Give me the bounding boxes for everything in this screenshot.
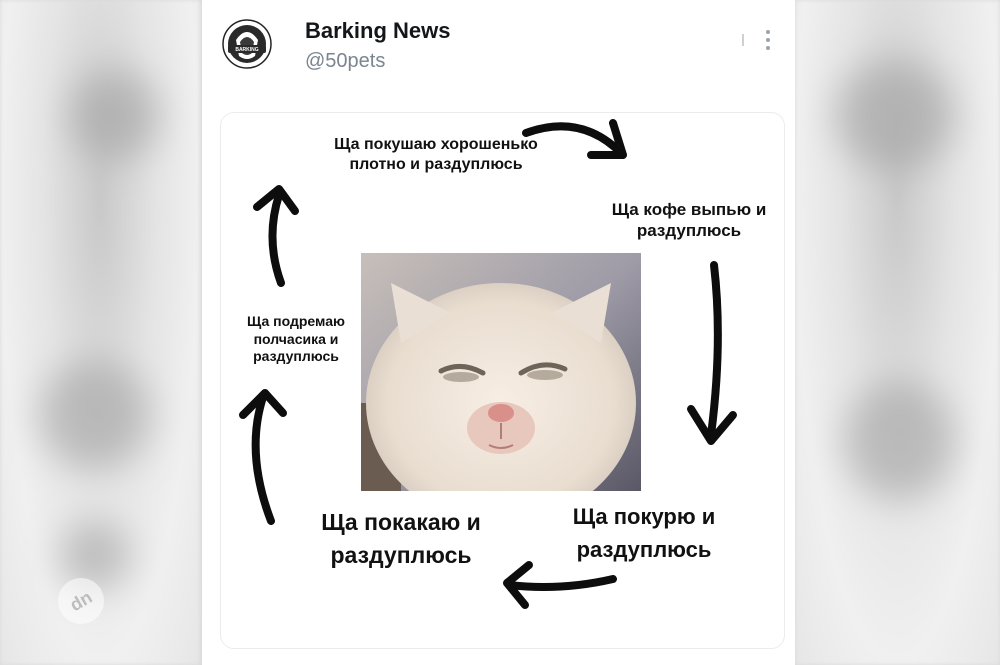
arrow-top xyxy=(522,122,625,157)
caption-poop: Ща покакаю и раздуплюсь xyxy=(321,509,481,569)
caption-eat: Ща покушаю хорошенько плотно и раздуплюс… xyxy=(334,136,538,173)
caption-nap: Ща подремаю полчасика и раздуплюсь xyxy=(247,313,345,364)
arrow-right xyxy=(707,261,722,439)
avatar[interactable]: BARKING xyxy=(222,16,272,72)
blurred-background-right xyxy=(795,0,1000,665)
meme-image[interactable]: Ща покушаю хорошенько плотно и раздуплюс… xyxy=(220,112,785,649)
arrow-left xyxy=(251,393,275,525)
tweet-card: BARKING Barking News @50pets xyxy=(202,0,795,665)
more-vertical-icon[interactable] xyxy=(764,30,772,54)
caption-smoke: Ща покурю и раздуплюсь xyxy=(572,504,716,562)
author-handle[interactable]: @50pets xyxy=(305,50,386,72)
arrow-bottom xyxy=(505,575,617,591)
cycle-arrows xyxy=(239,119,737,609)
author-name[interactable]: Barking News xyxy=(305,18,451,43)
svg-text:BARKING: BARKING xyxy=(235,47,258,53)
divider xyxy=(742,34,744,46)
blurred-background-left xyxy=(0,0,200,665)
caption-coffee: Ща кофе выпью и раздуплюсь xyxy=(611,200,767,241)
kitten-photo xyxy=(361,253,641,491)
arrow-upper-left xyxy=(268,191,285,287)
